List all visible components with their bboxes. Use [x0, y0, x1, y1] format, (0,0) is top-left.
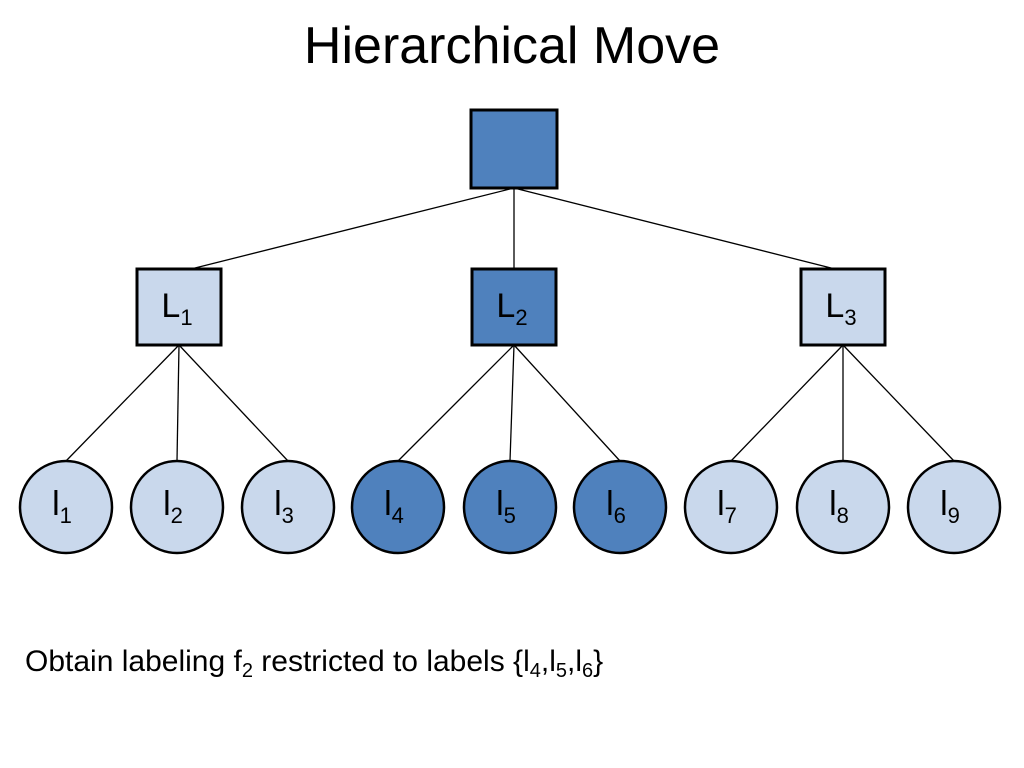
- caption-sub-3: 5: [555, 660, 567, 682]
- leaf-label-5: l5: [496, 485, 516, 528]
- leaf-label-6-letter: l: [606, 485, 614, 523]
- group-label-1-letter: L: [161, 287, 180, 325]
- leaf-label-4-subscript: 4: [392, 503, 404, 528]
- leaf-label-1-letter: l: [52, 485, 60, 523]
- leaf-node-1: [18, 459, 114, 555]
- group-label-3: L3: [825, 287, 856, 330]
- leaf-node-3: [240, 459, 336, 555]
- leaf-label-7-subscript: 7: [725, 503, 737, 528]
- caption-part-5: }: [593, 645, 604, 678]
- leaf-node-8: [795, 459, 891, 555]
- leaf-label-3-subscript: 3: [282, 503, 294, 528]
- caption-part-4: ,l: [566, 645, 582, 678]
- leaf-label-8: l8: [829, 485, 849, 528]
- leaf-node-5: [462, 459, 558, 555]
- leaf-label-2-subscript: 2: [171, 503, 183, 528]
- leaf-label-2-letter: l: [163, 485, 171, 523]
- leaf-label-1-subscript: 1: [60, 503, 72, 528]
- edge-group-1-to-leaf-3: [178, 344, 289, 462]
- leaf-label-2: l2: [163, 485, 183, 528]
- edge-group-1-to-leaf-2: [176, 344, 180, 462]
- group-node-3: [799, 267, 887, 347]
- leaf-label-8-letter: l: [829, 485, 837, 523]
- caption-text: Obtain labeling f2 restricted to labels …: [25, 640, 603, 684]
- caption-part-2: restricted to labels {l: [252, 645, 530, 678]
- leaf-label-6-subscript: 6: [614, 503, 626, 528]
- edge-group-3-to-leaf-3: [842, 344, 955, 462]
- leaf-label-5-subscript: 5: [504, 503, 516, 528]
- slide-title: Hierarchical Move: [303, 17, 721, 75]
- leaf-node-4: [350, 459, 446, 555]
- group-label-3-letter: L: [825, 287, 844, 325]
- group-label-1-subscript: 1: [180, 305, 192, 330]
- edge-root-to-group-1: [190, 187, 515, 270]
- caption-sub-2: 4: [529, 660, 541, 682]
- leaf-label-7-letter: l: [717, 485, 725, 523]
- leaf-label-8-subscript: 8: [837, 503, 849, 528]
- leaf-label-3: l3: [274, 485, 294, 528]
- leaf-label-1: l1: [52, 485, 72, 528]
- edge-group-2-to-leaf-1: [397, 344, 515, 462]
- leaf-label-5-letter: l: [496, 485, 504, 523]
- caption-sub-1: 2: [241, 660, 253, 682]
- group-label-2-subscript: 2: [515, 305, 527, 330]
- leaf-label-7: l7: [717, 485, 737, 528]
- group-label-2-letter: L: [496, 287, 515, 325]
- leaf-node-7: [683, 459, 779, 555]
- edge-group-1-to-leaf-1: [65, 344, 180, 462]
- leaf-label-9-subscript: 9: [948, 503, 960, 528]
- edge-root-to-group-3: [513, 187, 836, 270]
- edge-group-2-to-leaf-3: [513, 344, 621, 462]
- group-label-2: L2: [496, 287, 527, 330]
- leaf-label-9-letter: l: [940, 485, 948, 523]
- caption-sub-4: 6: [581, 660, 594, 682]
- leaf-label-4-letter: l: [384, 485, 392, 523]
- group-node-1: [135, 267, 223, 347]
- edge-group-2-to-leaf-2: [509, 344, 515, 462]
- leaf-label-3-letter: l: [274, 485, 282, 523]
- leaf-label-4: l4: [384, 485, 404, 528]
- leaf-node-6: [572, 459, 668, 555]
- caption-part-3: ,l: [540, 645, 556, 678]
- leaf-node-2: [129, 459, 225, 555]
- leaf-node-9: [906, 459, 1002, 555]
- group-label-1: L1: [161, 287, 192, 330]
- tree-edges: [65, 187, 955, 462]
- leaf-label-9: l9: [940, 485, 960, 528]
- group-label-3-subscript: 3: [844, 305, 856, 330]
- caption-part-1: Obtain labeling f: [25, 645, 242, 678]
- root-node: [469, 108, 559, 190]
- group-node-2: [470, 267, 558, 347]
- leaf-label-6: l6: [606, 485, 626, 528]
- edge-group-3-to-leaf-1: [730, 344, 844, 462]
